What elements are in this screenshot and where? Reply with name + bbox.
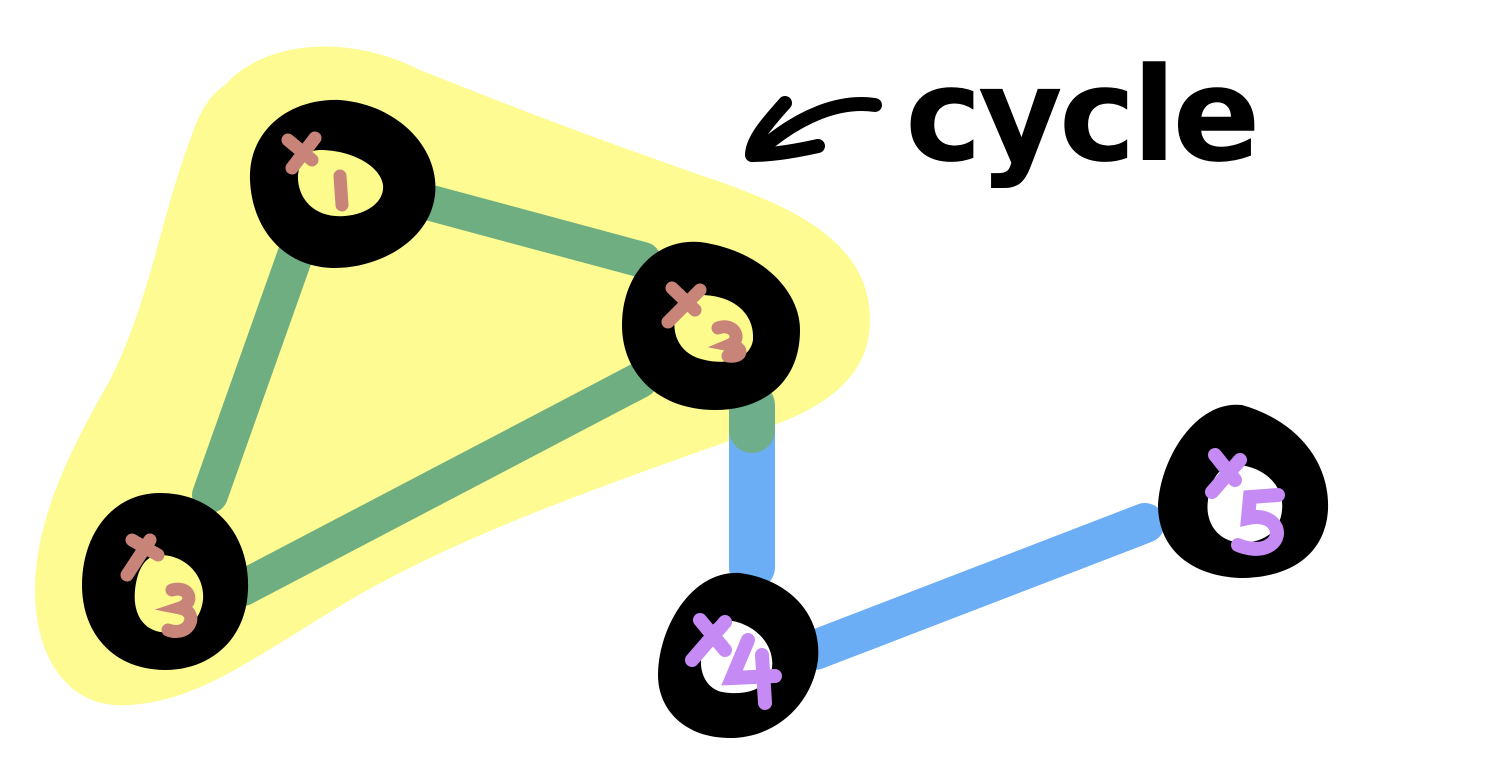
node-x3-label [120,533,198,638]
node-x5-label [1205,448,1285,556]
node-x2 [622,241,800,410]
node-x4-label [685,613,782,710]
node-x2-label [661,281,747,363]
cycle-highlight-region [35,46,870,706]
edge-x3-x2 [225,362,658,606]
edge-x1-x3 [192,232,315,513]
cycle-annotation: cycle [905,39,1257,191]
node-x3 [82,493,249,670]
edge-x4-x5 [795,503,1165,670]
node-x5 [1158,404,1329,578]
arrow-icon [745,96,882,162]
edge-x1-x2 [402,182,661,278]
node-x1-label [281,131,349,212]
node-x1 [249,99,436,269]
node-x4 [658,572,819,738]
